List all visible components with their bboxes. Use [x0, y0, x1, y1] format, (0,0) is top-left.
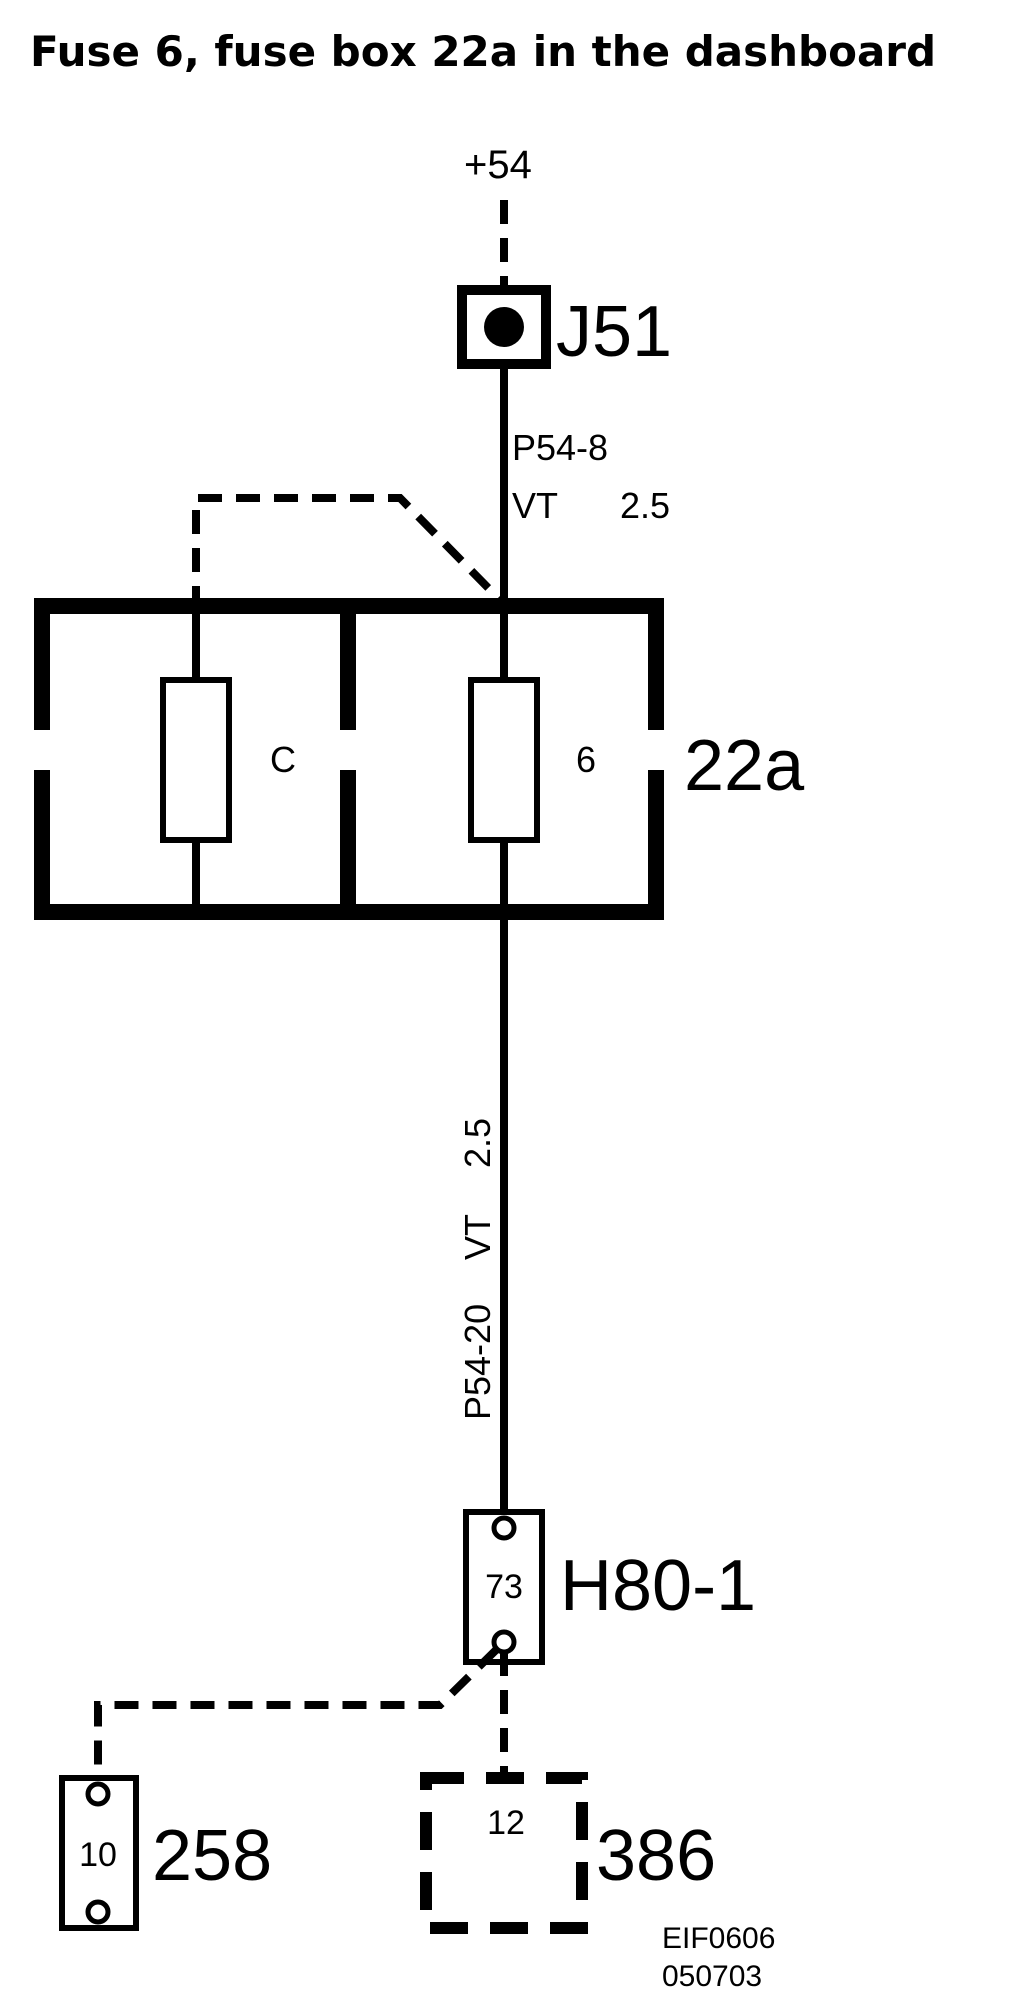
j51-label: J51	[556, 292, 672, 372]
fuse-c-dashed-feed	[192, 494, 503, 610]
supply-label: +54	[464, 143, 532, 187]
drawing-date: 050703	[662, 1960, 762, 1993]
h80-pin-bottom	[491, 1629, 517, 1655]
connector-386-body	[420, 1772, 588, 1934]
wire-to-258-dashed	[94, 1647, 499, 1792]
upper-wire-id: P54-8	[512, 427, 608, 468]
diagram-title: Fuse 6, fuse box 22a in the dashboard	[30, 27, 936, 76]
fuse-6-label: 6	[576, 739, 596, 780]
connector-258-pin-bottom	[85, 1899, 111, 1925]
lower-wire-size: 2.5	[457, 1118, 498, 1168]
fuse-box-label: 22a	[684, 726, 805, 806]
upper-wire-color: VT	[512, 485, 558, 526]
lower-wire-id: P54-20	[457, 1304, 498, 1420]
fuse-c-element	[160, 677, 232, 843]
lower-wire-color: VT	[457, 1214, 498, 1260]
fuse-6-element	[468, 677, 540, 843]
h80-label: H80-1	[560, 1546, 756, 1626]
j51-junction-dot	[484, 307, 524, 347]
fuse-box-22a	[34, 598, 664, 920]
lower-wire-label-group: P54-20 VT 2.5	[457, 1118, 498, 1420]
upper-wire-size: 2.5	[620, 485, 670, 526]
connector-386-pin-number: 12	[487, 1804, 525, 1842]
fuse-c-label: C	[270, 739, 296, 780]
connector-258-pin-top	[85, 1781, 111, 1807]
h80-pin-top	[491, 1515, 517, 1541]
connector-386-label: 386	[596, 1816, 716, 1896]
drawing-code: EIF0606	[662, 1922, 775, 1955]
h80-pin-number: 73	[485, 1568, 523, 1606]
connector-258-label: 258	[152, 1816, 272, 1896]
connector-258-pin-number: 10	[79, 1836, 117, 1874]
